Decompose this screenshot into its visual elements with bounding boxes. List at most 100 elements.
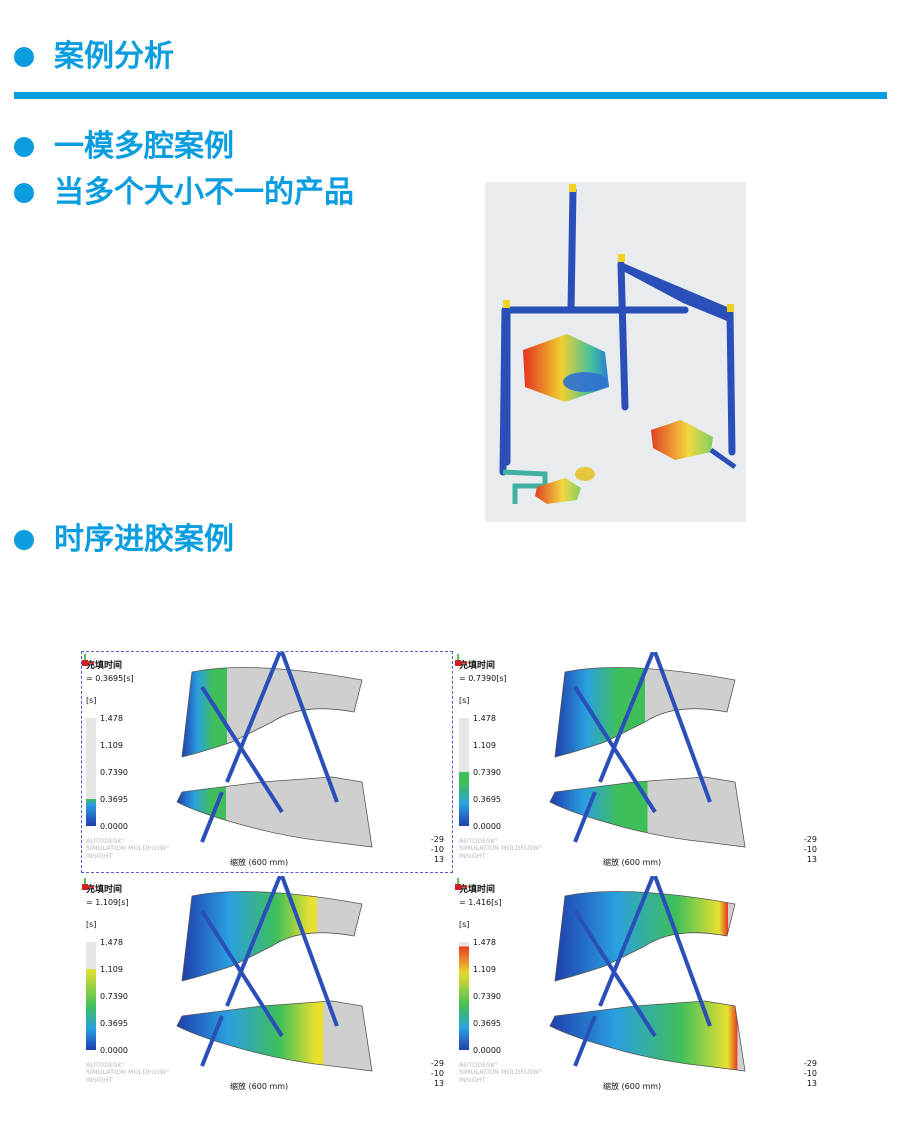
watermark-line: INSIGHT xyxy=(86,1075,113,1084)
bullet-icon xyxy=(14,530,34,550)
watermark-line: AUTODESK° xyxy=(86,1061,126,1069)
legend-tick-label: 1.478 xyxy=(100,714,123,723)
axis-value: -29 xyxy=(803,1059,817,1068)
lower-part-shape xyxy=(549,776,746,848)
upper-part-shape xyxy=(181,891,363,982)
bullet-multi-cavity: 一模多腔案例 xyxy=(54,129,234,164)
panel-title: 充填时间 xyxy=(86,661,123,671)
fill-time-value: = 1.109[s] xyxy=(86,898,129,907)
runner-line xyxy=(225,876,282,1007)
upper-part-shape xyxy=(554,891,736,982)
upper-part-shape xyxy=(554,667,736,758)
zoom-scale-label: 缩放 (600 mm) xyxy=(603,1082,662,1091)
legend-tick-label: 0.3695 xyxy=(100,1019,128,1028)
legend-tick-label: 1.109 xyxy=(100,965,123,974)
legend-color-bar xyxy=(86,718,96,826)
runner-line xyxy=(280,652,339,803)
legend-tick-label: 0.0000 xyxy=(100,822,128,831)
axis-value: 13 xyxy=(806,855,817,864)
panel-title: 充填时间 xyxy=(459,885,496,895)
legend-tick-label: 0.7390 xyxy=(100,992,128,1001)
runner-system-image xyxy=(485,182,746,522)
axis-triad-icon xyxy=(82,878,94,890)
legend-tick-label: 0.3695 xyxy=(473,795,501,804)
runner-line xyxy=(598,876,655,1007)
lower-part-shape xyxy=(176,1000,373,1072)
axis-value: 13 xyxy=(433,1079,444,1088)
fill-time-value: = 1.416[s] xyxy=(459,898,502,907)
bullet-icon xyxy=(14,137,34,157)
fill-time-plot xyxy=(176,876,373,1072)
runner-line xyxy=(653,876,712,1027)
heading-bullet-icon xyxy=(14,47,34,67)
watermark-line: AUTODESK° xyxy=(86,837,126,845)
panel-title: 充填时间 xyxy=(86,885,123,895)
fill-time-plot xyxy=(549,876,746,1072)
fill-time-plot xyxy=(549,652,746,848)
moldflow-watermark: AUTODESK°SIMULATION MOLDFLOW°INSIGHT xyxy=(459,837,543,860)
watermark-line: AUTODESK° xyxy=(459,837,499,845)
legend-unit: [s] xyxy=(86,696,97,705)
legend-tick-label: 0.0000 xyxy=(473,1046,501,1055)
lower-part-shape xyxy=(176,776,373,848)
bullet-sequential-gating: 时序进胶案例 xyxy=(54,522,234,557)
watermark-line: INSIGHT xyxy=(86,851,113,860)
watermark-line: SIMULATION MOLDFLOW° xyxy=(459,1068,543,1077)
runner-line xyxy=(573,1015,597,1067)
watermark-line: INSIGHT xyxy=(459,1075,486,1084)
lower-part-shape xyxy=(549,1000,746,1072)
legend-tick-label: 0.7390 xyxy=(473,992,501,1001)
legend-color-bar xyxy=(459,718,469,826)
zoom-scale-label: 缩放 (600 mm) xyxy=(230,858,289,867)
legend-tick-label: 0.0000 xyxy=(473,822,501,831)
legend-tick-label: 0.0000 xyxy=(100,1046,128,1055)
bullet-icon xyxy=(14,183,34,203)
fill-time-plot xyxy=(176,652,373,848)
legend-tick-label: 0.3695 xyxy=(100,795,128,804)
axis-triad-icon xyxy=(82,654,94,666)
axis-value: -29 xyxy=(430,1059,444,1068)
legend-color-bar xyxy=(459,942,469,1050)
axis-value: 13 xyxy=(806,1079,817,1088)
legend-tick-label: 1.478 xyxy=(473,714,496,723)
watermark-line: SIMULATION MOLDFLOW° xyxy=(459,844,543,853)
moldflow-watermark: AUTODESK°SIMULATION MOLDFLOW°INSIGHT xyxy=(459,1061,543,1084)
section-divider xyxy=(14,92,887,99)
axis-value: -10 xyxy=(803,845,817,854)
axis-value: -10 xyxy=(430,1069,444,1078)
moldflow-watermark: AUTODESK°SIMULATION MOLDFLOW°INSIGHT xyxy=(86,837,169,860)
axis-value: -29 xyxy=(803,835,817,844)
zoom-scale-label: 缩放 (600 mm) xyxy=(603,858,662,867)
runner-line xyxy=(653,652,712,803)
upper-part-shape xyxy=(181,667,363,758)
fill-time-value: = 0.3695[s] xyxy=(86,674,134,683)
watermark-line: SIMULATION MOLDFLOW° xyxy=(86,1068,170,1077)
watermark-line: AUTODESK° xyxy=(459,1061,499,1069)
legend-tick-label: 1.109 xyxy=(473,741,496,750)
runner-line xyxy=(200,791,224,843)
moldflow-watermark: AUTODESK°SIMULATION MOLDFLOW°INSIGHT xyxy=(86,1061,170,1084)
legend-tick-label: 1.478 xyxy=(100,938,123,947)
axis-triad-icon xyxy=(455,878,467,890)
runner-line xyxy=(573,791,597,843)
bullet-different-sizes: 当多个大小不一的产品 xyxy=(54,175,354,210)
runner-line xyxy=(200,1015,224,1067)
axis-value: 13 xyxy=(433,855,444,864)
axis-triad-icon xyxy=(455,654,467,666)
axis-value: -29 xyxy=(430,835,444,844)
runner-line xyxy=(225,652,282,783)
axis-value: -10 xyxy=(430,845,444,854)
legend-tick-label: 0.7390 xyxy=(473,768,501,777)
section-title: 案例分析 xyxy=(54,39,174,74)
legend-tick-label: 1.478 xyxy=(473,938,496,947)
legend-tick-label: 0.7390 xyxy=(100,768,128,777)
runner-line xyxy=(280,876,339,1027)
fill-time-value: = 0.7390[s] xyxy=(459,674,507,683)
